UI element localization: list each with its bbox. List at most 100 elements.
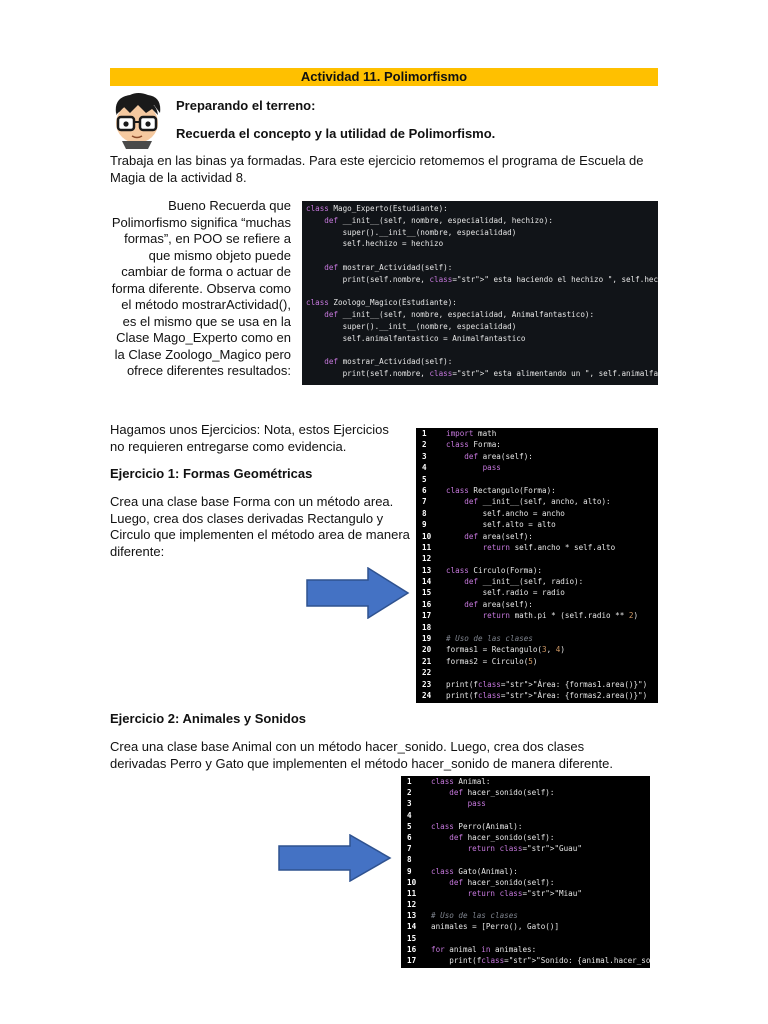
code-line: def mostrar_Actividad(self): xyxy=(324,357,453,367)
code-text: return self.ancho * self.alto xyxy=(482,542,616,552)
code-text: def area(self): xyxy=(464,451,533,461)
code-text: animales = [Perro(), Gato()] xyxy=(431,922,560,932)
line-number: 12 xyxy=(422,554,432,564)
code-line xyxy=(306,345,654,357)
line-number: 14 xyxy=(422,577,432,587)
code-text: def hacer_sonido(self): xyxy=(449,832,555,842)
code-line: 24 print(fclass="str">"Área: {formas2.are… xyxy=(416,690,658,701)
code-line: 9 self.alto = alto xyxy=(416,519,658,530)
code-text: # Uso de las clases xyxy=(446,634,533,644)
code-text: self.radio = radio xyxy=(446,588,565,598)
code-line: 20 formas1 = Rectangulo(3, 4) xyxy=(416,644,658,655)
exercises-intro: Hagamos unos Ejercicios: Nota, estos Eje… xyxy=(110,422,389,454)
code-text: class Circulo(Forma): xyxy=(446,565,543,575)
code-line: class Zoologo_Magico(Estudiante): xyxy=(306,298,457,308)
line-number: 4 xyxy=(407,810,412,820)
code-line: 7 return class="str">"Guau" xyxy=(401,843,650,854)
code-text: pass xyxy=(482,463,501,473)
explanation-text: Bueno Recuerda que Polimorfismo signific… xyxy=(111,198,291,378)
code-line: print(self.nombre, class="str">" esta al… xyxy=(306,369,658,379)
line-number: 22 xyxy=(422,668,432,678)
code-line: print(self.nombre, class="str">" esta ha… xyxy=(306,274,658,284)
code-line: 4 pass xyxy=(416,462,658,473)
line-number: 3 xyxy=(407,799,412,809)
code-text: class Perro(Animal): xyxy=(431,821,523,831)
code-line: 19# Uso de las clases xyxy=(416,633,658,644)
code-line: 8 self.ancho = ancho xyxy=(416,508,658,519)
line-number: 8 xyxy=(407,855,412,865)
intro-heading-2: Recuerda el concepto y la utilidad de Po… xyxy=(176,126,496,141)
code-line: 23 print(fclass="str">"Área: {formas1.are… xyxy=(416,679,658,690)
code-line: 13 class Circulo(Forma): xyxy=(416,565,658,576)
code-text: def __init__(self, radio): xyxy=(464,577,584,587)
code-line: def mostrar_Actividad(self): xyxy=(324,262,453,272)
line-number: 1 xyxy=(422,429,427,438)
code-line: super().__init__(nombre, especialidad) xyxy=(306,227,517,237)
code-text: import math xyxy=(446,429,497,438)
line-number: 13 xyxy=(407,911,417,921)
line-number: 6 xyxy=(422,485,427,495)
line-number: 23 xyxy=(422,679,432,689)
code-text: # Uso de las clases xyxy=(431,911,518,921)
code-line xyxy=(306,250,654,262)
code-line: 18 xyxy=(416,622,658,633)
line-number: 16 xyxy=(407,944,417,954)
code-line: 4 xyxy=(401,810,650,821)
line-number: 5 xyxy=(422,474,427,484)
line-number: 3 xyxy=(422,451,427,461)
code-line: def __init__(self, nombre, especialidad,… xyxy=(324,310,595,320)
exercise-2-text: Crea una clase base Animal con un método… xyxy=(110,739,613,771)
code-line: 8 xyxy=(401,854,650,865)
line-number: 8 xyxy=(422,508,427,518)
code-text: return class="str">"Miau" xyxy=(467,888,582,898)
code-text: class Animal: xyxy=(431,777,491,786)
line-number: 15 xyxy=(422,588,432,598)
code-text: formas1 = Rectangulo(3, 4) xyxy=(446,645,565,655)
code-line: 14 def __init__(self, radio): xyxy=(416,576,658,587)
code-text: return class="str">"Guau" xyxy=(467,844,582,854)
exercise-2-heading: Ejercicio 2: Animales y Sonidos xyxy=(110,711,307,726)
line-number: 2 xyxy=(422,440,427,450)
code-line: super().__init__(nombre, especialidad) xyxy=(306,321,517,331)
code-text: def __init__(self, ancho, alto): xyxy=(464,497,611,507)
line-number: 10 xyxy=(422,531,432,541)
code-line: 22 xyxy=(416,667,658,678)
code-line: 10 def area(self): xyxy=(416,531,658,542)
line-number: 9 xyxy=(422,520,427,530)
exercise-1-heading: Ejercicio 1: Formas Geométricas xyxy=(110,466,313,481)
line-number: 7 xyxy=(422,497,427,507)
code-line: self.animalfantastico = Animalfantastico xyxy=(306,333,526,343)
line-number: 15 xyxy=(407,933,417,943)
code-block-mago-zoologo: class Mago_Experto(Estudiante): def __in… xyxy=(302,201,658,385)
code-line: 15 self.radio = radio xyxy=(416,587,658,598)
line-number: 24 xyxy=(422,690,432,700)
code-text: print(fclass="str">"Sonido: {animal.hace… xyxy=(431,956,650,965)
code-text: print(fclass="str">"Área: {formas1.area(… xyxy=(446,679,648,689)
arrow-right-icon xyxy=(306,567,410,619)
line-number: 21 xyxy=(422,656,432,666)
line-number: 17 xyxy=(407,956,417,965)
line-number: 16 xyxy=(422,599,432,609)
code-line: 15 xyxy=(401,933,650,944)
line-number: 17 xyxy=(422,611,432,621)
code-line xyxy=(306,286,654,298)
code-line: self.hechizo = hechizo xyxy=(306,239,444,249)
code-text: print(fclass="str">"Área: {formas2.area(… xyxy=(446,690,648,700)
code-line: 21 formas2 = Circulo(5) xyxy=(416,656,658,667)
code-line: def __init__(self, nombre, especialidad,… xyxy=(324,215,553,225)
page-title: Actividad 11. Polimorfismo xyxy=(110,68,658,86)
line-number: 18 xyxy=(422,622,432,632)
avatar xyxy=(108,91,166,149)
code-line: 6 def hacer_sonido(self): xyxy=(401,832,650,843)
line-number: 9 xyxy=(407,866,412,876)
line-number: 20 xyxy=(422,645,432,655)
line-number: 12 xyxy=(407,900,417,910)
line-number: 13 xyxy=(422,565,432,575)
code-text: formas2 = Circulo(5) xyxy=(446,656,538,666)
